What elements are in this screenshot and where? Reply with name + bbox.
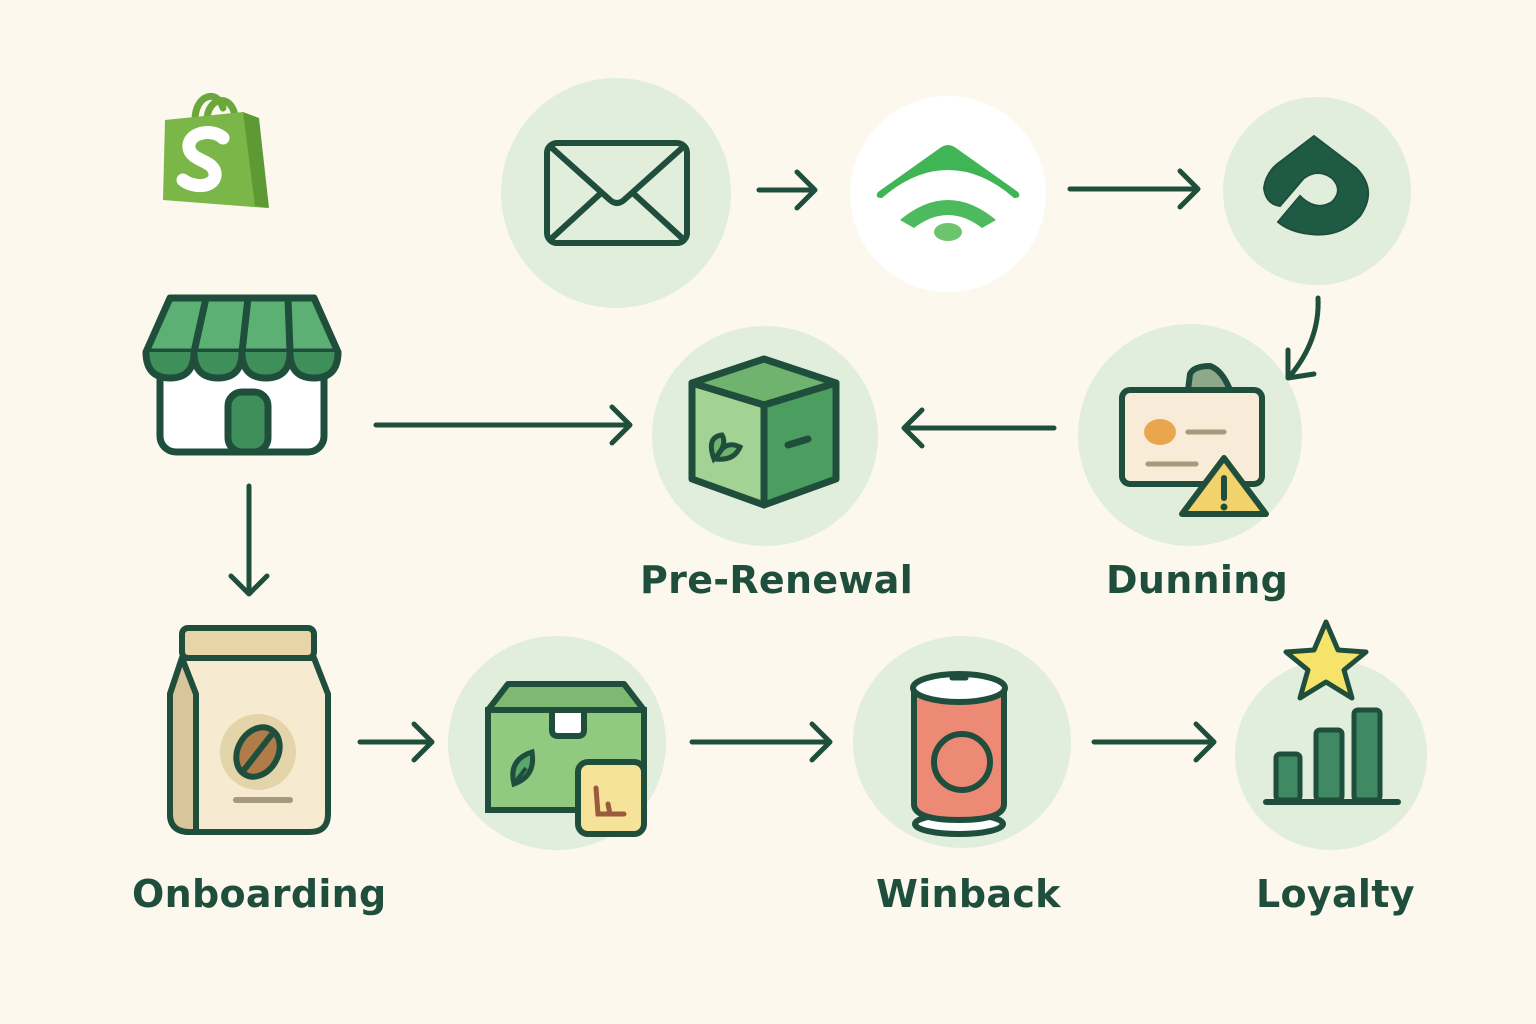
wifi-signal-icon xyxy=(876,145,1020,241)
onboarding-label: Onboarding xyxy=(132,872,387,916)
loyalty-label: Loyalty xyxy=(1256,872,1415,916)
pre-renewal-label: Pre-Renewal xyxy=(640,558,914,602)
box-icon xyxy=(688,355,840,509)
storefront-icon xyxy=(142,294,342,456)
envelope-icon xyxy=(544,140,690,246)
winback-label: Winback xyxy=(876,872,1061,916)
dunning-label: Dunning xyxy=(1106,558,1289,602)
shopify-bag-icon xyxy=(163,93,269,208)
package-icon xyxy=(485,681,647,837)
bar-chart-star-icon xyxy=(1263,619,1401,805)
credit-card-warning-icon xyxy=(1119,363,1269,517)
recharge-node-bg xyxy=(1223,97,1411,285)
coffee-bag-icon xyxy=(167,625,331,835)
soda-can-icon xyxy=(910,671,1008,837)
recharge-logo-icon xyxy=(1262,134,1369,236)
